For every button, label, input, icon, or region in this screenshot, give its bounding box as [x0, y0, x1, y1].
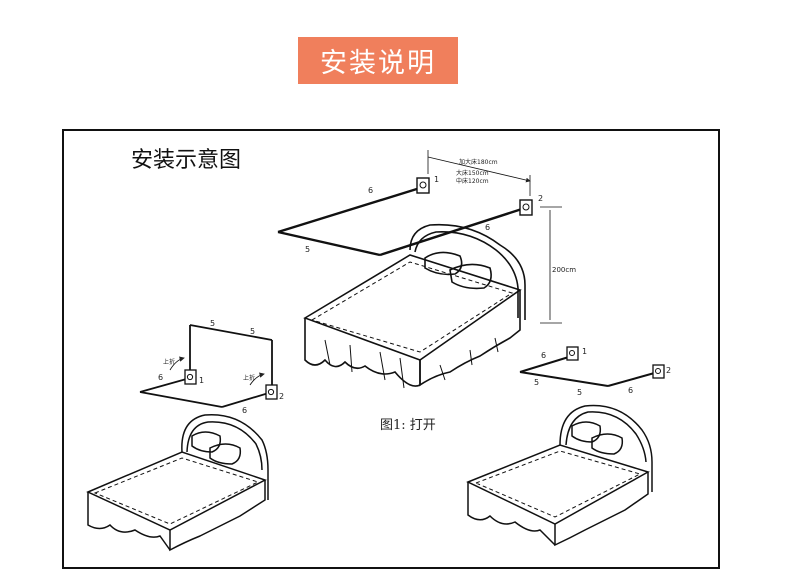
width-double-label: 中床120cm — [456, 177, 489, 185]
page-title: 安装说明 — [320, 48, 436, 79]
left-mount-2-label: 2 — [279, 392, 284, 401]
left-fold-note-b: 上折 — [243, 374, 255, 382]
right-rod-6-label-a: 6 — [541, 351, 546, 360]
left-rod-5-label-b: 5 — [250, 327, 255, 336]
rod-5-label: 5 — [305, 245, 310, 254]
left-bed — [86, 413, 269, 552]
figure-caption: 图1: 打开 — [380, 418, 436, 433]
mount-2-label: 2 — [538, 194, 543, 203]
diagram-title: 安装示意图 — [131, 148, 242, 173]
right-rod-5-label-b: 5 — [577, 388, 582, 397]
width-king-label: 加大床180cm — [459, 158, 498, 166]
left-rod-6-label-a: 6 — [158, 373, 163, 382]
left-rod-6-label-b: 6 — [242, 406, 247, 415]
rod-6-label-a: 6 — [368, 186, 373, 195]
right-bed — [466, 404, 653, 547]
installation-illustration: 1 2 6 6 5 加大床180cm 大床150cm 中床120cm 200cm… — [86, 150, 671, 552]
right-mount-2-label: 2 — [666, 366, 671, 375]
right-rod-6-label-b: 6 — [628, 386, 633, 395]
mount-1-label: 1 — [434, 175, 439, 184]
right-rod-5-label-a: 5 — [534, 378, 539, 387]
right-mount-1-label: 1 — [582, 347, 587, 356]
height-label: 200cm — [552, 266, 576, 274]
left-rod-5-label-a: 5 — [210, 319, 215, 328]
title-badge: 安装说明 — [298, 37, 458, 84]
left-mount-1-label: 1 — [199, 376, 204, 385]
right-canopy-frame — [519, 346, 665, 387]
main-canopy-frame — [277, 150, 562, 324]
width-queen-label: 大床150cm — [456, 169, 489, 177]
left-fold-note-a: 上折 — [163, 358, 175, 366]
main-bed — [303, 223, 526, 389]
rod-6-label-b: 6 — [485, 223, 490, 232]
left-canopy-frame — [139, 324, 278, 408]
